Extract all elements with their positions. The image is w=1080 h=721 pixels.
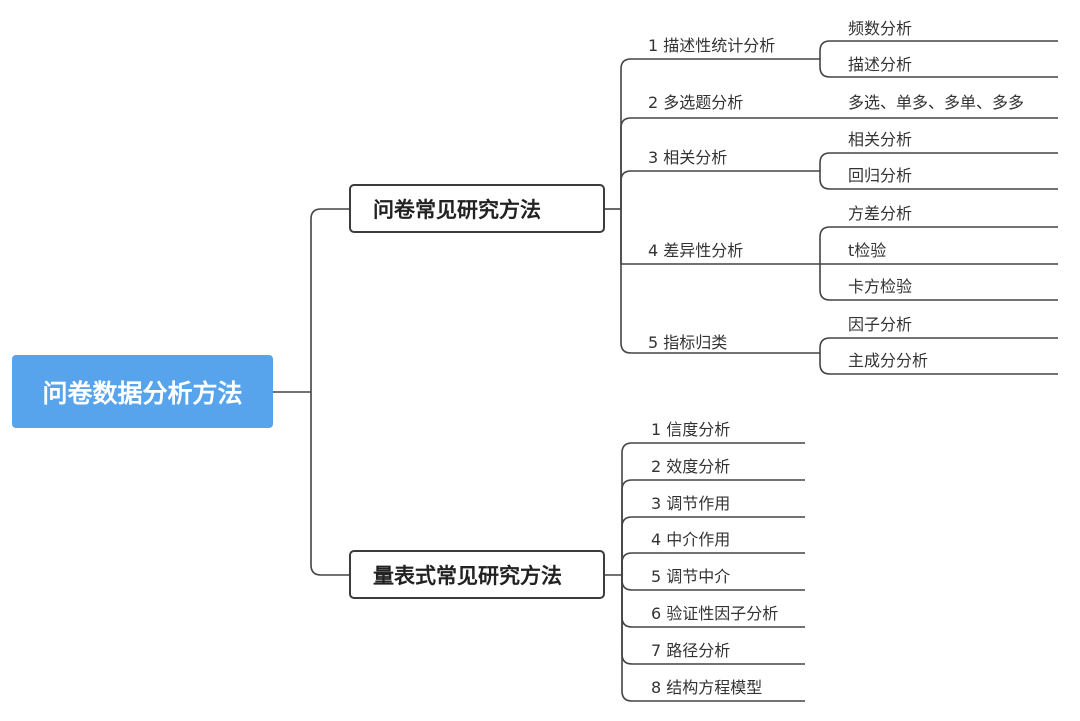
topic-difference[interactable]: 4 差异性分析: [648, 241, 744, 260]
leaf-factor-analysis[interactable]: 因子分析: [848, 315, 913, 334]
branch-node-questionnaire-methods[interactable]: 问卷常见研究方法: [349, 184, 605, 233]
leaf-variance-analysis[interactable]: 方差分析: [848, 204, 913, 223]
topic-moderated-mediation[interactable]: 5 调节中介: [651, 567, 731, 586]
topic-structural-equation-model[interactable]: 8 结构方程模型: [651, 678, 763, 697]
topic-moderation[interactable]: 3 调节作用: [651, 494, 731, 513]
leaf-chi-square-test[interactable]: 卡方检验: [848, 277, 913, 296]
leaf-frequency-analysis[interactable]: 频数分析: [848, 19, 913, 38]
topic-multiple-choice[interactable]: 2 多选题分析: [648, 93, 744, 112]
branch-node-scale-methods[interactable]: 量表式常见研究方法: [349, 550, 605, 599]
topic-correlation[interactable]: 3 相关分析: [648, 148, 728, 167]
leaf-regression-analysis[interactable]: 回归分析: [848, 166, 913, 185]
topic-path-analysis[interactable]: 7 路径分析: [651, 641, 731, 660]
leaf-correlation-analysis[interactable]: 相关分析: [848, 130, 913, 149]
topic-reliability[interactable]: 1 信度分析: [651, 420, 731, 439]
topic-descriptive-statistics[interactable]: 1 描述性统计分析: [648, 36, 776, 55]
topic-validity[interactable]: 2 效度分析: [651, 457, 731, 476]
leaf-descriptive-analysis[interactable]: 描述分析: [848, 55, 913, 74]
leaf-multi-select-types[interactable]: 多选、单多、多单、多多: [848, 93, 1025, 112]
leaf-t-test[interactable]: t检验: [848, 241, 887, 260]
leaf-principal-component-analysis[interactable]: 主成分分析: [848, 351, 929, 370]
topic-indicator-classification[interactable]: 5 指标归类: [648, 333, 728, 352]
root-node[interactable]: 问卷数据分析方法: [12, 355, 273, 428]
topic-mediation[interactable]: 4 中介作用: [651, 530, 731, 549]
topic-confirmatory-factor-analysis[interactable]: 6 验证性因子分析: [651, 604, 779, 623]
